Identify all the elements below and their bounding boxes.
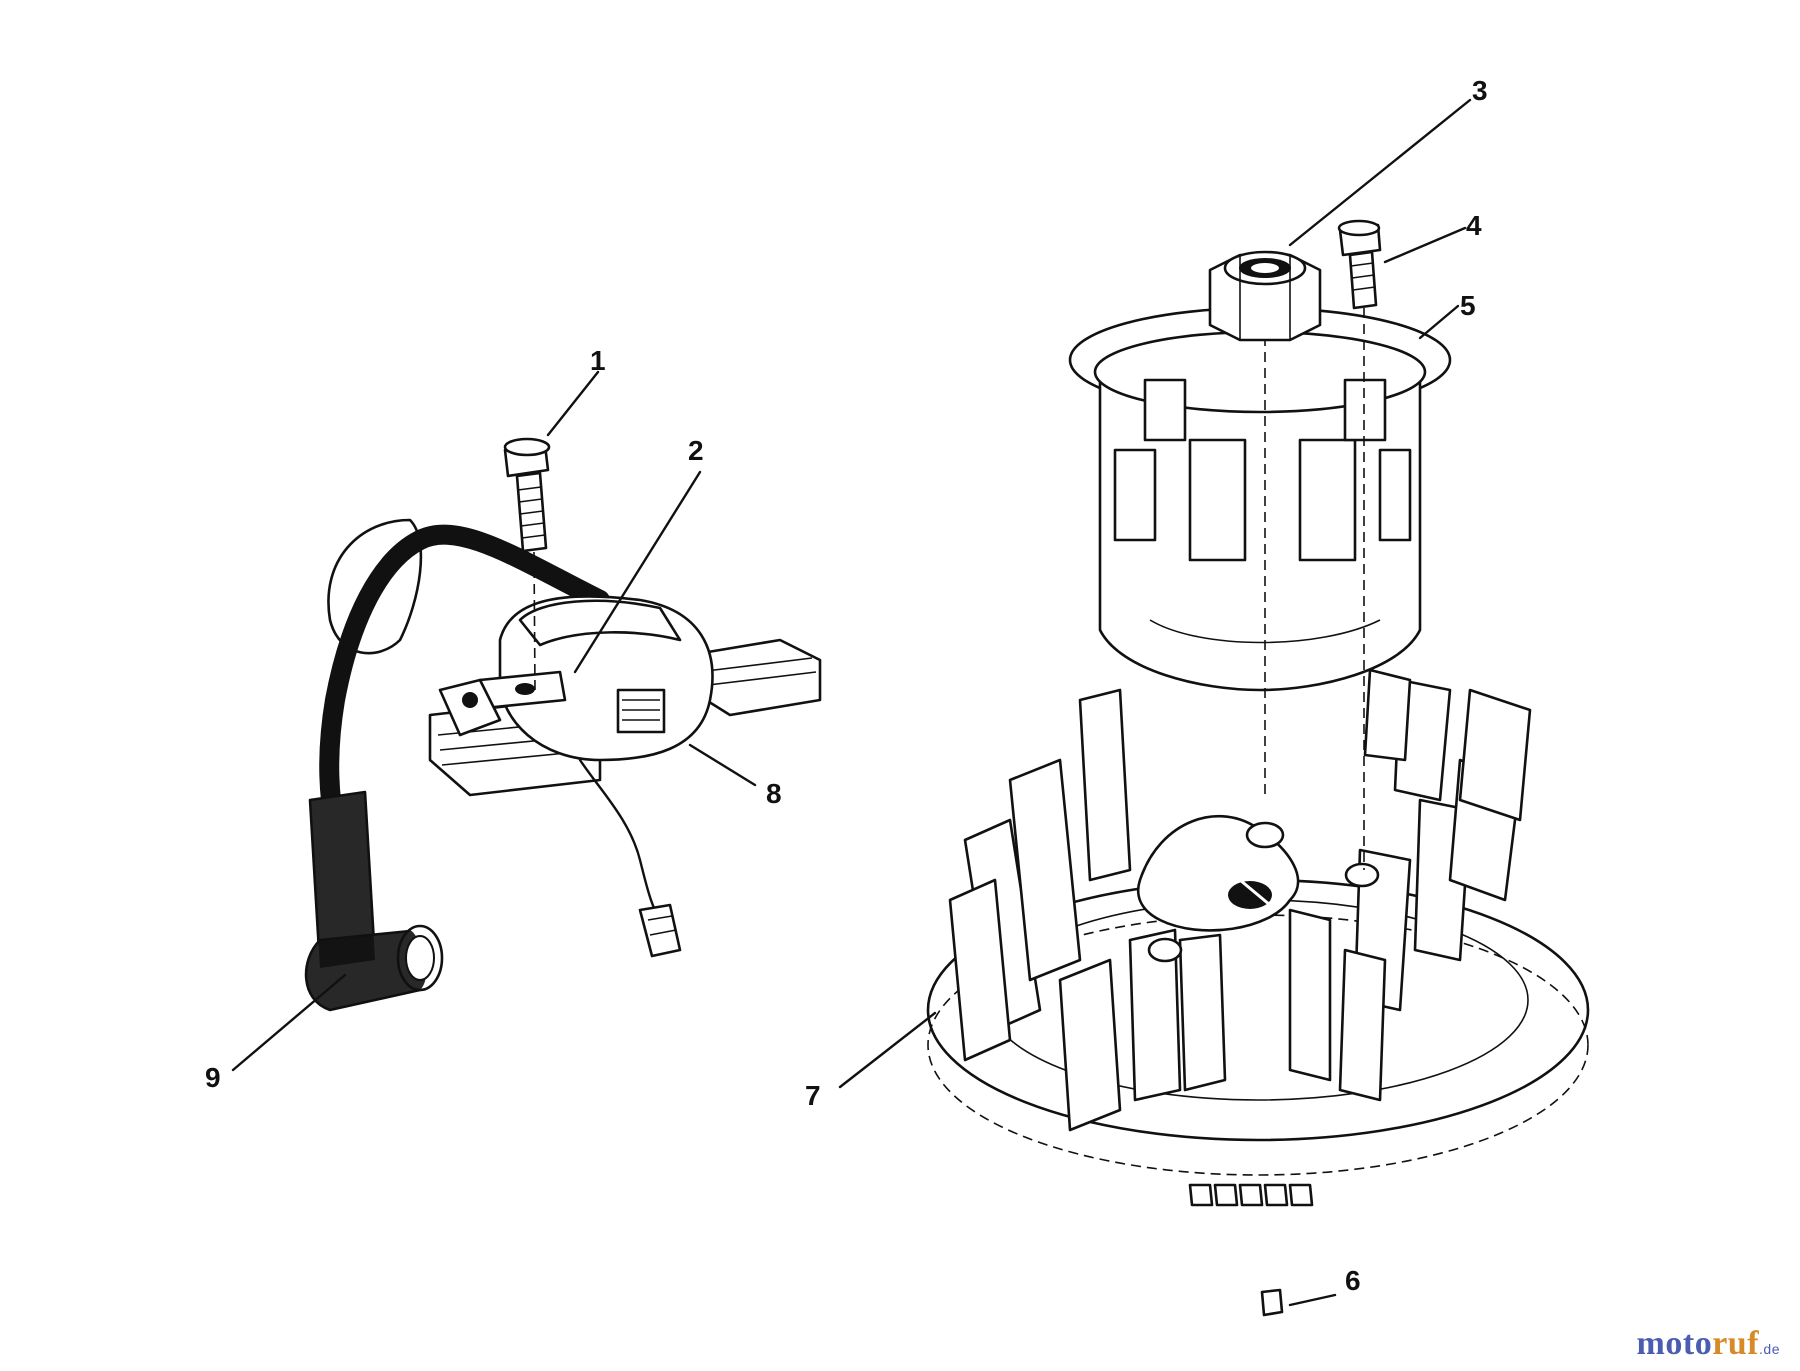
bolt-part-4 xyxy=(1337,219,1382,870)
watermark-logo: motoruf.de xyxy=(1637,1325,1780,1363)
callout-7: 7 xyxy=(805,1080,821,1111)
nut-part-3 xyxy=(1208,250,1322,342)
screen-cup-part-5 xyxy=(1068,306,1452,800)
callout-4: 4 xyxy=(1466,210,1482,241)
ignition-lead xyxy=(319,524,610,840)
callout-labels: 1 2 3 4 5 6 7 8 9 xyxy=(205,75,1488,1296)
ring-teeth xyxy=(1188,1183,1314,1207)
callout-1: 1 xyxy=(590,345,606,376)
key-part-6 xyxy=(1260,1288,1284,1317)
flywheel-assembly xyxy=(926,219,1590,1317)
watermark-part1: moto xyxy=(1636,1325,1713,1362)
callout-9: 9 xyxy=(205,1062,221,1093)
callout-3: 3 xyxy=(1472,75,1488,106)
leader-lines xyxy=(231,98,1472,1307)
bolt-part-1 xyxy=(503,437,551,691)
watermark-suffix: .de xyxy=(1759,1341,1780,1357)
watermark-part2: ruf xyxy=(1712,1325,1760,1362)
callout-5: 5 xyxy=(1460,290,1476,321)
callout-8: 8 xyxy=(766,778,782,809)
callout-2: 2 xyxy=(688,435,704,466)
callout-6: 6 xyxy=(1345,1265,1361,1296)
ignition-coil-assembly xyxy=(304,437,822,1012)
